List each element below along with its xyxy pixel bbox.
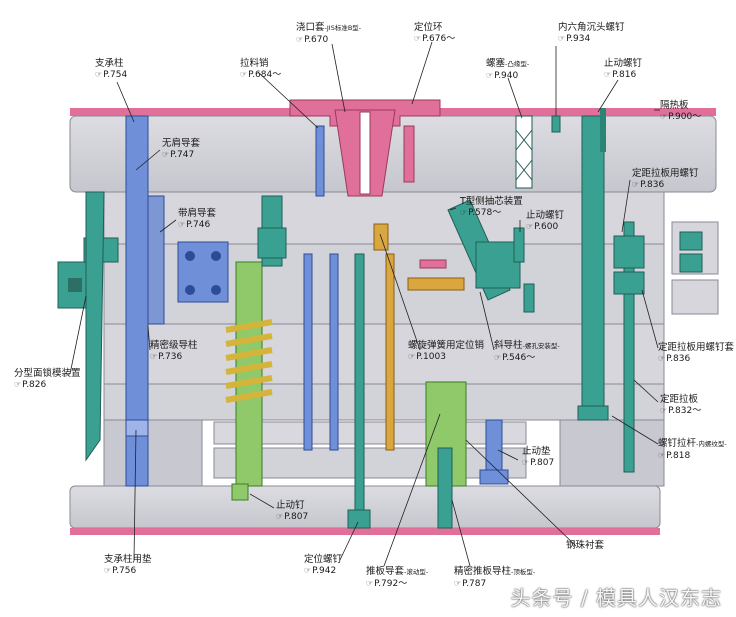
hand-pointer-icon: ☞: [304, 566, 312, 575]
hand-pointer-icon: ☞: [526, 222, 534, 231]
puller-plate-part: [623, 221, 635, 473]
hand-pointer-icon: ☞: [95, 70, 103, 79]
locating-screw-part: [347, 509, 371, 529]
label-sprue-puller: 拉料销 ☞P.684～: [240, 58, 282, 80]
label-insulation-plate: 隔热板 ☞P.900～: [660, 100, 702, 122]
ejector-pin-4: [385, 253, 395, 451]
hand-pointer-icon: ☞: [522, 458, 530, 467]
parting-lock-part: [57, 191, 119, 462]
label-stop-pin: 止动钉 ☞P.807: [276, 500, 309, 522]
label-puller-plate: 定距拉板 ☞P.832～: [660, 394, 702, 416]
hand-pointer-icon: ☞: [104, 566, 112, 575]
ejector-pin-2: [329, 253, 339, 451]
label-flanged-bush: 带肩导套 ☞P.746: [178, 208, 217, 230]
hand-pointer-icon: ☞: [632, 180, 640, 189]
label-hex-screw: 内六角沉头螺钉 ☞P.934: [558, 22, 625, 44]
hand-pointer-icon: ☞: [486, 71, 494, 80]
leader-lines: [69, 41, 660, 567]
hand-pointer-icon: ☞: [150, 352, 158, 361]
hand-pointer-icon: ☞: [660, 112, 668, 121]
hand-pointer-icon: ☞: [14, 380, 22, 389]
hand-pointer-icon: ☞: [494, 353, 502, 362]
puller-screw-part: [671, 221, 719, 315]
support-plate: [103, 383, 665, 421]
hand-pointer-icon: ☞: [408, 352, 416, 361]
hand-pointer-icon: ☞: [414, 34, 422, 43]
coil-spring: [225, 319, 273, 403]
label-stop-screw-2: 止动螺钉 ☞P.600: [526, 210, 565, 232]
label-support-pillar: 支承柱 ☞P.754: [95, 58, 128, 80]
label-spring-pin: 螺旋弹簧用定位销 ☞P.1003: [408, 340, 485, 362]
stop-screw-part: [581, 115, 605, 417]
ejector-plate: [213, 447, 527, 479]
label-puller-screw-set: 定距拉板用螺钉套 ☞P.836: [658, 342, 735, 364]
label-stripper-bolt: 螺钉拉杆-内螺纹型- ☞P.818: [658, 438, 727, 461]
label-parting-lock: 分型面锁模装置 ☞P.826: [14, 368, 81, 390]
pillar-pad-part: [125, 419, 149, 437]
stop-pin-part: [231, 483, 249, 501]
label-ball-bush: 钢珠衬套: [566, 540, 605, 551]
spacer-block-right: [559, 419, 665, 487]
spring-guide-pillar: [235, 261, 263, 487]
hand-pointer-icon: ☞: [296, 35, 304, 44]
label-ejector-guide-bush: 推板导套-滚动型- ☞P.792～: [366, 566, 429, 589]
spacer-block-left: [103, 419, 203, 487]
core-plate: [103, 323, 665, 385]
label-stop-screw: 止动螺钉 ☞P.816: [604, 58, 643, 80]
label-locating-ring: 定位环 ☞P.676～: [414, 22, 456, 44]
hand-pointer-icon: ☞: [658, 354, 666, 363]
hand-pointer-icon: ☞: [604, 70, 612, 79]
label-pillar-pad: 支承柱用垫 ☞P.756: [104, 554, 152, 576]
ejector-guide-pillar-part: [437, 447, 453, 529]
label-t-slide-core: T型侧抽芯装置 ☞P.578～: [460, 196, 523, 218]
sprue-channel: [359, 111, 371, 195]
label-locating-screw: 定位螺钉 ☞P.942: [304, 554, 343, 576]
label-ejector-guide-pillar: 精密推板导柱-顶板型- ☞P.787: [454, 566, 536, 589]
label-angle-pin: 斜导柱-螺孔安装型- ☞P.546～: [494, 340, 560, 363]
hand-pointer-icon: ☞: [558, 34, 566, 43]
hand-pointer-icon: ☞: [460, 208, 468, 217]
hand-pointer-icon: ☞: [660, 406, 668, 415]
label-shoulderless-bush: 无肩导套 ☞P.747: [162, 138, 201, 160]
guide-block: [177, 241, 229, 303]
watermark: 头条号 / 模具人汉东志: [510, 586, 722, 610]
stop-screw-2-part: [513, 227, 525, 263]
label-puller-screw: 定距拉板用螺钉 ☞P.836: [632, 168, 699, 190]
label-precision-pillar: 精密级导柱 ☞P.736: [150, 340, 198, 362]
hex-screw-part: [551, 115, 561, 133]
flanged-bush-part: [147, 195, 165, 325]
label-sprue-bushing: 浇口套-JIS标准B型- ☞P.670: [296, 22, 362, 45]
plug-part: [515, 115, 533, 189]
hand-pointer-icon: ☞: [240, 70, 248, 79]
hand-pointer-icon: ☞: [162, 150, 170, 159]
label-plug: 螺塞-凸缘型- ☞P.940: [486, 58, 530, 81]
hand-pointer-icon: ☞: [658, 451, 666, 460]
hand-pointer-icon: ☞: [178, 220, 186, 229]
hand-pointer-icon: ☞: [454, 579, 462, 588]
sprue-puller-part: [315, 125, 325, 197]
t-slide-core-part: [407, 199, 521, 301]
hand-pointer-icon: ☞: [366, 579, 374, 588]
bottom-insulation-plate: [70, 528, 660, 535]
ejector-pin-1: [303, 253, 313, 451]
hand-pointer-icon: ☞: [276, 512, 284, 521]
label-stop-pad: 止动垫 ☞P.807: [522, 446, 555, 468]
ejector-pin-3: [354, 253, 365, 527]
